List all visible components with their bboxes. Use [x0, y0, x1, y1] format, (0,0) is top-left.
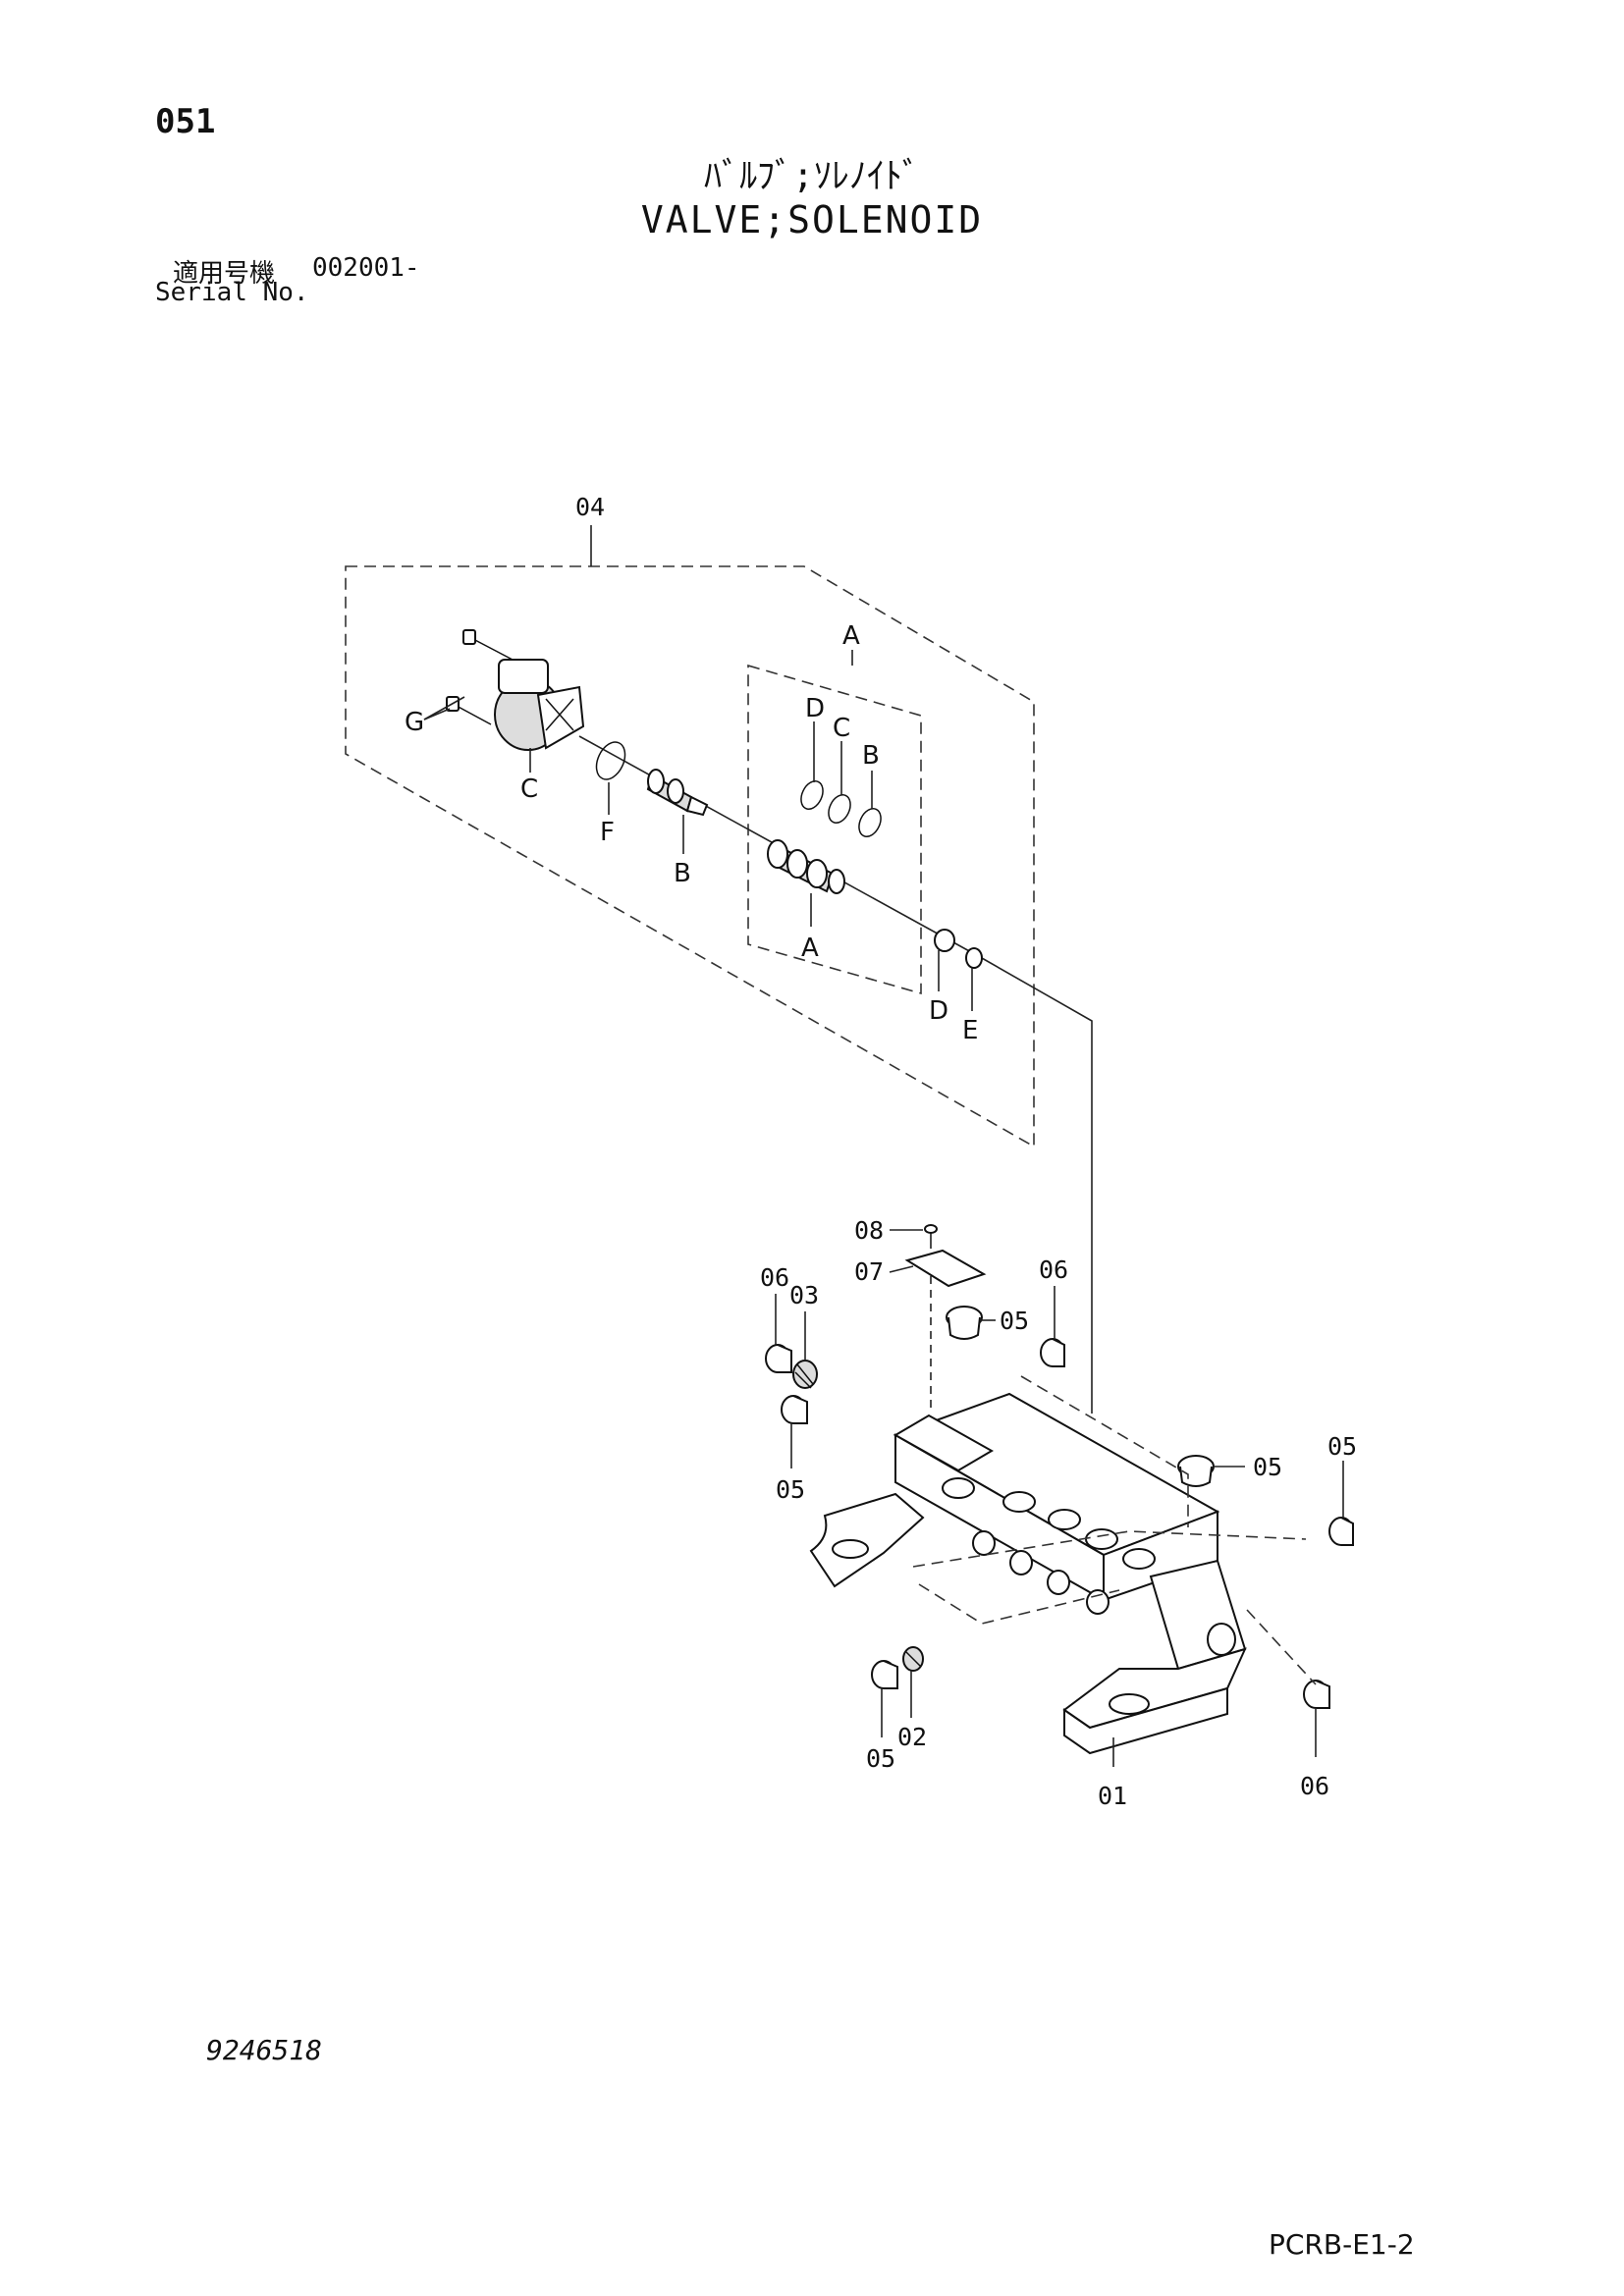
- name-plate-07: [904, 1249, 987, 1288]
- callout-c-upper: C: [833, 714, 850, 743]
- serial-number-value: 002001-: [312, 253, 420, 283]
- solenoid-coil-c: [494, 659, 585, 751]
- callout-03: 03: [789, 1281, 819, 1309]
- screw-08: [924, 1224, 938, 1249]
- subassembly-a-outline: [747, 664, 922, 995]
- plug-05-top: [946, 1306, 983, 1340]
- o-ring-b: [858, 808, 882, 837]
- callout-d-upper: D: [805, 694, 825, 723]
- o-ring-d: [800, 780, 824, 810]
- callout-05-top: 05: [1000, 1307, 1029, 1335]
- callout-07: 07: [854, 1257, 884, 1286]
- title-japanese: ﾊﾞﾙﾌﾞ;ｿﾚﾉｲﾄﾞ: [704, 156, 920, 196]
- callout-04: 04: [575, 493, 605, 521]
- callout-01: 01: [1098, 1782, 1127, 1810]
- page-code: PCRB-E1-2: [1269, 2228, 1415, 2261]
- plug-05-right: [1177, 1455, 1215, 1487]
- callout-f: F: [600, 818, 615, 847]
- leader-g-2: [423, 708, 451, 721]
- callout-06-top-right: 06: [1039, 1255, 1068, 1284]
- bolt-g-lower: [446, 696, 492, 725]
- serial-label-english: Serial No.: [155, 278, 309, 307]
- callout-d-lower: D: [929, 996, 948, 1026]
- routing-line-bottom-right: [1246, 1609, 1317, 1685]
- callout-g: G: [405, 708, 424, 737]
- page-number: 051: [155, 102, 216, 141]
- callout-e: E: [962, 1016, 978, 1045]
- cartridge-a: [767, 839, 845, 894]
- plug-06-top-right: [1040, 1338, 1065, 1367]
- callout-05-right: 05: [1253, 1453, 1282, 1481]
- callout-b-upper: B: [862, 741, 880, 771]
- bolt-g-upper: [462, 629, 514, 661]
- leader-07: [889, 1265, 914, 1273]
- valve-body-01: [809, 1392, 1247, 1755]
- routing-line-front: [918, 1583, 1120, 1625]
- plug-05-bottom: [871, 1660, 898, 1689]
- routing-line-right: [912, 1530, 1307, 1568]
- callout-05-left: 05: [776, 1475, 805, 1504]
- callout-05-bottom: 05: [866, 1744, 895, 1773]
- fitting-02: [902, 1646, 924, 1672]
- assembly-mount-line: [981, 957, 1093, 1414]
- callout-08: 08: [854, 1216, 884, 1245]
- ring-e: [965, 947, 983, 969]
- assembly-04-outline: [345, 565, 1035, 1148]
- plug-06-left: [765, 1344, 792, 1373]
- leader-g-1: [423, 696, 465, 721]
- callout-b-spool: B: [674, 859, 691, 888]
- callout-05-far-right: 05: [1327, 1432, 1357, 1461]
- callout-a-lower: A: [801, 934, 819, 963]
- callout-a-upper: A: [842, 621, 860, 651]
- o-ring-f: [595, 741, 626, 780]
- callout-06-bottom-right: 06: [1300, 1772, 1329, 1800]
- plug-05-left: [781, 1395, 808, 1424]
- callout-06-left: 06: [760, 1263, 789, 1292]
- plug-d: [934, 929, 955, 952]
- title-english: VALVE;SOLENOID: [640, 198, 984, 241]
- serial-label-japanese: 適用号機: [173, 259, 276, 289]
- plug-06-bottom-right: [1303, 1680, 1330, 1709]
- callout-02: 02: [897, 1723, 927, 1751]
- fitting-03: [792, 1360, 818, 1389]
- drawing-number: 9246518: [206, 2034, 323, 2066]
- routing-line-top: [1020, 1375, 1189, 1527]
- callout-c-coil: C: [520, 774, 538, 804]
- o-ring-c: [828, 794, 851, 824]
- plug-05-far-right: [1328, 1517, 1354, 1546]
- spool-b: [646, 769, 709, 817]
